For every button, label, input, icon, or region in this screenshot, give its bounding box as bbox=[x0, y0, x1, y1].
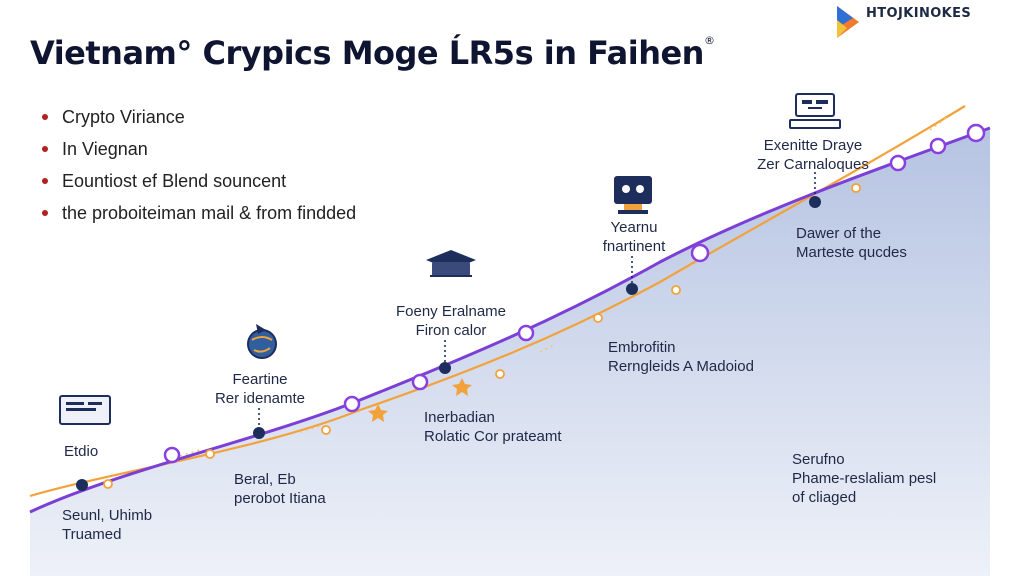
bullet-item: the proboiteiman mail & from findded bbox=[40, 202, 356, 234]
ring-markers bbox=[163, 123, 986, 464]
orange-marker bbox=[851, 183, 861, 193]
milestone-label: Seunl, Uhimb Truamed bbox=[62, 506, 152, 544]
milestone-label-line: Dawer of the bbox=[796, 225, 882, 242]
milestone-label-line: Truamed bbox=[62, 526, 122, 543]
orange-marker bbox=[321, 425, 331, 435]
brand-logo-text: HTOJKINOKES bbox=[866, 6, 972, 21]
ring-marker bbox=[690, 243, 710, 263]
milestone-label-line: Rerngleids A Madoiod bbox=[608, 358, 754, 375]
orange-marker bbox=[103, 479, 113, 489]
ring-marker bbox=[411, 373, 429, 391]
milestone-label-line: Rolatic Cor prateamt bbox=[424, 428, 562, 445]
milestone-label-line: Firon calor bbox=[415, 322, 487, 339]
monitor-icon bbox=[59, 395, 111, 425]
brand-logo: HTOJKINOKES bbox=[836, 6, 971, 21]
graduation-cap-icon bbox=[426, 250, 476, 277]
milestone-label: Serufno Phame-reslaliam pesl of cliaged bbox=[792, 450, 936, 507]
milestone-label: Etdio bbox=[64, 442, 98, 461]
milestone-label: Inerbadian Rolatic Cor prateamt bbox=[424, 408, 562, 446]
milestone-label: Embrofitin Rerngleids A Madoiod bbox=[608, 338, 754, 376]
ring-marker bbox=[343, 395, 361, 413]
milestone-label-line: Marteste qucdes bbox=[796, 244, 907, 261]
bullet-list: Crypto Viriance In Viegnan Eountiost ef … bbox=[40, 106, 356, 234]
milestone-label: Foeny Eralname Firon calor bbox=[392, 302, 510, 340]
bullet-item: In Viegnan bbox=[40, 138, 356, 170]
page-title: Vietnam° Crypics Moge ĹR5s in Faihen® bbox=[30, 34, 715, 72]
ring-marker bbox=[929, 137, 947, 155]
milestone-label: Exenitte Draye Zer Carnaloques bbox=[756, 136, 870, 174]
bullet-item: Eountiost ef Blend souncent bbox=[40, 170, 356, 202]
orange-marker bbox=[205, 449, 215, 459]
milestone-node bbox=[253, 427, 265, 439]
milestone-label-line: Inerbadian bbox=[424, 409, 495, 426]
milestone-label-line: of cliaged bbox=[792, 489, 857, 506]
primary-trend-line bbox=[29, 126, 991, 514]
milestone-label: Beral, Eb perobot Itiana bbox=[234, 470, 326, 508]
star-marker bbox=[452, 378, 472, 396]
orange-marker bbox=[495, 369, 505, 379]
milestone-label-line: Serufno bbox=[792, 451, 845, 468]
small-orange-markers bbox=[103, 183, 861, 489]
milestone-node bbox=[626, 283, 638, 295]
ring-marker bbox=[517, 324, 535, 342]
milestone-label-line: Embrofitin bbox=[608, 339, 676, 356]
milestone-label-line: Seunl, Uhimb bbox=[62, 507, 153, 524]
milestone-label-line: Yearnu bbox=[610, 219, 658, 236]
milestone-label-line: Phame-reslaliam pesl bbox=[792, 470, 937, 487]
orange-marker bbox=[593, 313, 603, 323]
growth-area bbox=[30, 128, 990, 576]
milestone-label: Dawer of the Marteste qucdes bbox=[796, 224, 907, 262]
milestone-label-line: Rer idenamte bbox=[214, 390, 306, 407]
milestone-nodes bbox=[76, 196, 821, 491]
milestone-label-line: perobot Itiana bbox=[234, 490, 326, 507]
milestone-label-line: fnartinent bbox=[602, 238, 666, 255]
globe-hand-icon bbox=[247, 324, 277, 359]
orange-marker bbox=[671, 285, 681, 295]
milestone-label-line: Foeny Eralname bbox=[395, 303, 507, 320]
milestone-node bbox=[439, 362, 451, 374]
milestone-label-line: Exenitte Draye bbox=[763, 137, 863, 154]
ring-marker bbox=[163, 446, 181, 464]
ring-marker bbox=[966, 123, 986, 143]
milestone-label-line: Beral, Eb bbox=[234, 471, 296, 488]
milestone-label-line: Zer Carnaloques bbox=[757, 156, 869, 173]
milestone-node bbox=[809, 196, 821, 208]
milestone-label: Feartine Rer idenamte bbox=[210, 370, 310, 408]
title-registered-mark: ® bbox=[703, 34, 715, 47]
milestone-label-line: Etdio bbox=[64, 443, 99, 460]
milestone-label: Yearnu fnartinent bbox=[590, 218, 678, 256]
milestone-label-line: Feartine bbox=[232, 371, 288, 388]
play-triangle-logo-icon bbox=[837, 6, 859, 38]
milestone-node bbox=[76, 479, 88, 491]
keyboard-icon bbox=[789, 93, 841, 129]
bullet-item: Crypto Viriance bbox=[40, 106, 356, 138]
robot-icon bbox=[614, 176, 652, 214]
star-marker bbox=[368, 404, 388, 422]
ring-marker bbox=[889, 154, 907, 172]
